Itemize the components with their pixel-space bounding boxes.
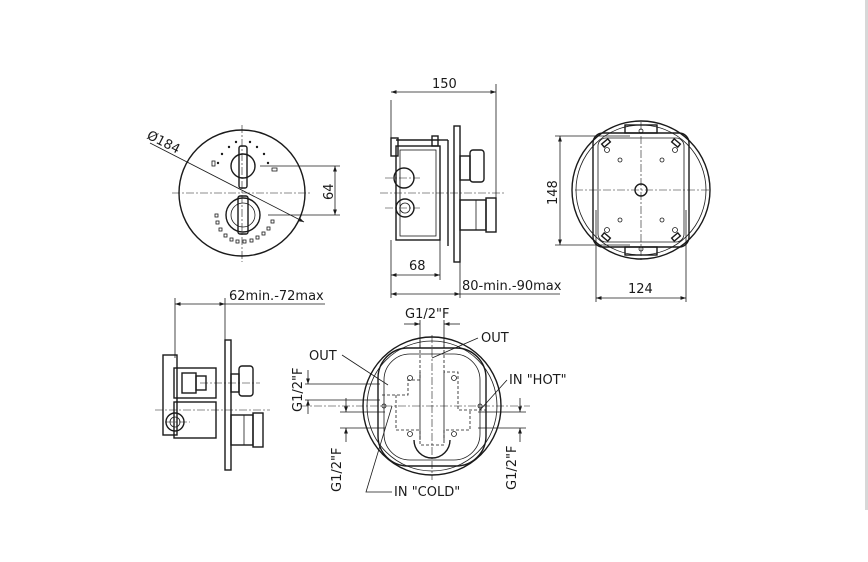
label-in-hot: IN "HOT" (509, 373, 567, 388)
side-view: 150 68 80-min.-90max (380, 77, 562, 298)
label-out-left: OUT (309, 349, 337, 364)
label-left-thread-upper: G1/2"F (291, 368, 306, 412)
dim-150: 150 (432, 77, 457, 92)
label-right-thread-lower: G1/2"F (505, 446, 520, 490)
dim-124: 124 (628, 282, 653, 297)
back-view: 148 124 (546, 120, 711, 302)
page-edge (865, 0, 868, 510)
front-view: Ø184 64 (144, 125, 340, 262)
dim-wall-range: 80-min.-90max (462, 279, 562, 294)
dim-wall-range-side: 62min.-72max (229, 289, 324, 304)
dim-148: 148 (546, 180, 561, 205)
label-out-right: OUT (481, 331, 509, 346)
side-view-installed: 62min.-72max (155, 289, 325, 471)
dim-68: 68 (409, 259, 426, 274)
label-left-thread-lower: G1/2"F (330, 448, 345, 492)
label-in-cold: IN "COLD" (394, 485, 460, 500)
dim-64: 64 (322, 183, 337, 200)
label-top-thread: G1/2"F (405, 307, 449, 322)
connection-view: G1/2"F OUT OUT IN "HOT" IN "COLD" G1/2"F… (291, 307, 567, 500)
dim-diameter: Ø184 (144, 128, 182, 157)
